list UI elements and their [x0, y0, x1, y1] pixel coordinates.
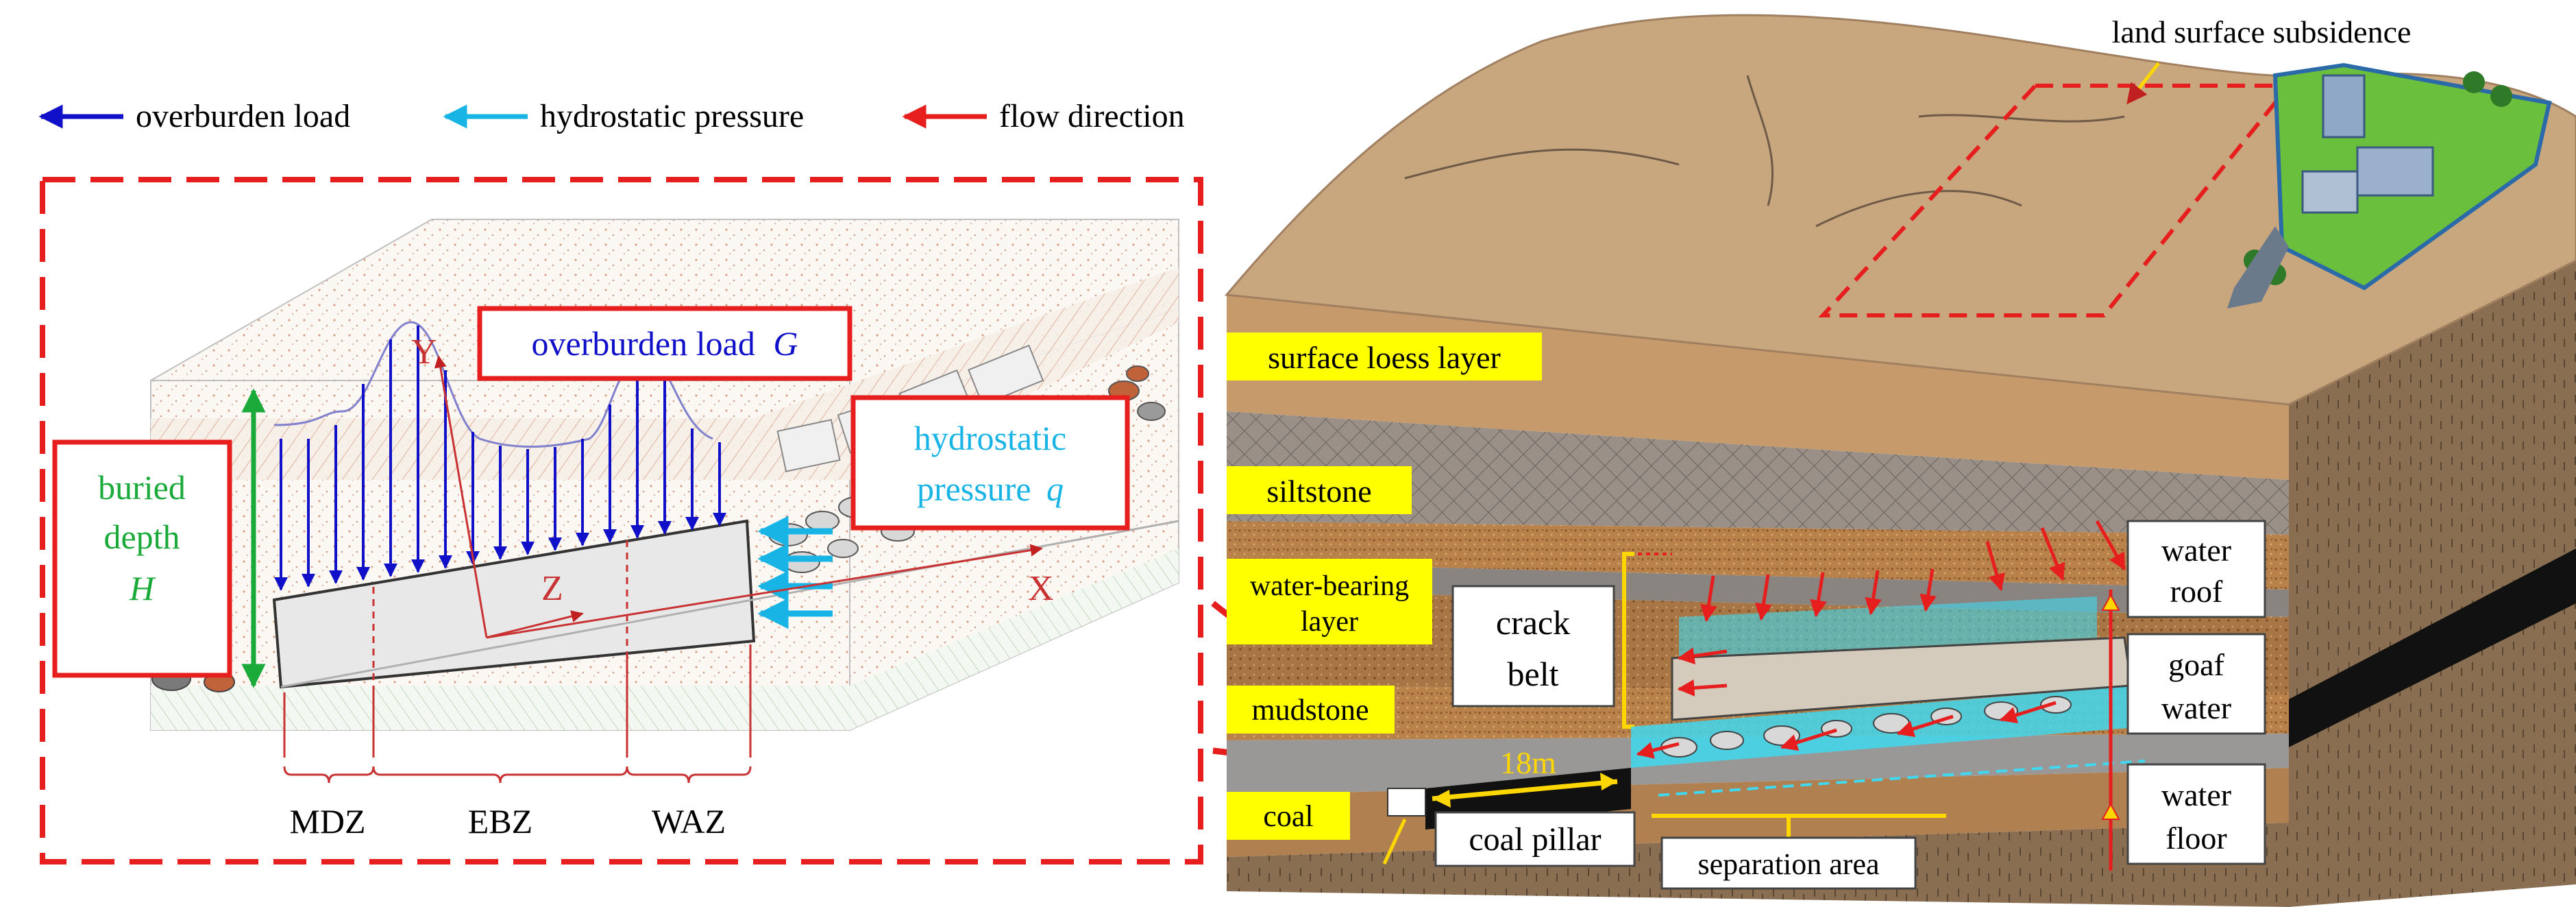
legend-hydrostatic: hydrostatic pressure [443, 98, 804, 134]
industrial-site-icon [2227, 62, 2552, 309]
separation-dashed-line [1658, 760, 2146, 797]
label-loess: surface loess layer [1227, 332, 1542, 380]
goaf-water-line2: water [2161, 690, 2231, 725]
left-panel: Y X Z overburden load G hydrostatic pres… [40, 177, 1203, 864]
coal-pointer [1382, 818, 1407, 865]
axis-x-label: X [1028, 569, 1054, 608]
right-panel: land surface subsidence [1225, 14, 2576, 907]
separation-area-callout: separation area [1660, 836, 1917, 890]
block-side-deep [2289, 261, 2576, 907]
left-dashed-frame [40, 177, 1203, 864]
water-floor-line2: floor [2166, 821, 2227, 856]
label-loess-text: surface loess layer [1268, 340, 1501, 375]
water-roof-line2: roof [2170, 574, 2223, 609]
legend-flow-label: flow direction [999, 98, 1185, 134]
flow-arrows [1636, 520, 2126, 759]
legend: overburden load hydrostatic pressure flo… [38, 98, 1185, 134]
crack-belt-callout: crack belt [1451, 585, 1615, 708]
legend-overburden: overburden load [38, 98, 350, 134]
hydrostatic-callout-line1: hydrostatic [914, 419, 1066, 457]
label-coal: coal [1227, 792, 1350, 840]
goaf-water-line1: goaf [2168, 647, 2224, 682]
buried-callout-symbol: H [129, 569, 156, 607]
overburden-arrows [274, 326, 726, 591]
goaf-water-callout: goaf water [2126, 633, 2266, 735]
label-siltstone: siltstone [1227, 466, 1412, 514]
water-floor-callout: water floor [2126, 763, 2266, 865]
buried-depth-callout: buried depth H [52, 439, 232, 678]
overburden-callout-symbol: G [773, 324, 798, 363]
zone-label-ebz: EBZ [468, 802, 532, 841]
subsidence-pointer [2126, 62, 2160, 105]
label-mudstone: mudstone [1227, 686, 1395, 734]
ground-surface [1225, 14, 2576, 406]
strata-labels: surface loess layer siltstone water-bear… [1227, 332, 1542, 840]
hydrostatic-arrows [757, 516, 833, 629]
subsidence-area-outline [1818, 84, 2294, 317]
overburden-callout: overburden load G [477, 306, 852, 381]
grid-layer [1227, 411, 2289, 535]
buried-callout-line1: buried [98, 468, 186, 507]
coal-seam-block [272, 519, 756, 689]
water-roof-marker-icon [2101, 593, 2120, 611]
axis-x-line [486, 544, 1043, 639]
hydrostatic-callout-symbol: q [1046, 470, 1064, 508]
coal-marker [1387, 788, 1426, 817]
label-water-bearing: water-bearing layer [1227, 559, 1432, 644]
zone-brackets [283, 766, 752, 784]
water-floor-line1: water [2161, 777, 2231, 812]
seam-slope-line [280, 520, 1179, 688]
axis-y-label: Y [411, 332, 437, 372]
label-water-bearing-line1: water-bearing [1250, 570, 1409, 602]
surface-cracks [1404, 75, 2125, 228]
legend-flow: flow direction [902, 98, 1185, 134]
lower-grey-band [1227, 734, 2289, 795]
svg-text:pressure q: pressure q [917, 470, 1064, 508]
svg-text:overburden load G: overburden load G [532, 324, 798, 363]
label-siltstone-text: siltstone [1266, 474, 1371, 509]
axis-z-label: Z [541, 569, 563, 608]
pillar-width-arrow [1432, 779, 1618, 801]
buried-callout-line2: depth [103, 518, 180, 556]
water-roof-callout: water roof [2126, 520, 2266, 618]
crack-belt-line1: crack [1496, 603, 1570, 642]
surface-subsidence-label: land surface subsidence [2112, 14, 2412, 49]
label-coal-text: coal [1263, 799, 1313, 833]
axis-y-line [434, 355, 488, 638]
water-floor-marker-icon [2101, 802, 2120, 820]
legend-hydrostatic-label: hydrostatic pressure [540, 98, 804, 134]
black-coal-side [2289, 548, 2576, 747]
label-water-bearing-line2: layer [1301, 606, 1358, 638]
zone-label-mdz: MDZ [289, 802, 365, 841]
label-mudstone-text: mudstone [1251, 693, 1369, 727]
hydrostatic-callout: hydrostatic pressure q [850, 395, 1130, 531]
crack-belt-line2: belt [1508, 655, 1559, 693]
siltstone-layer [1227, 521, 2289, 590]
legend-overburden-label: overburden load [136, 98, 350, 134]
crack-belt-bracket [1622, 552, 1634, 729]
coal-pillar-callout: coal pillar [1434, 811, 1636, 867]
separation-area-label: separation area [1697, 847, 1879, 881]
right-callouts: crack belt water roof goaf water water f… [1434, 520, 2266, 890]
zone-label-waz: WAZ [652, 802, 726, 841]
overburden-callout-text: overburden load [532, 324, 755, 363]
hydrostatic-callout-line2: pressure [917, 470, 1031, 508]
pillar-width-label: 18m [1500, 745, 1556, 780]
axis-z-line [486, 610, 584, 639]
water-roof-line1: water [2161, 533, 2231, 568]
floor-stratum [151, 548, 1179, 730]
coal-pillar-label: coal pillar [1469, 821, 1601, 858]
